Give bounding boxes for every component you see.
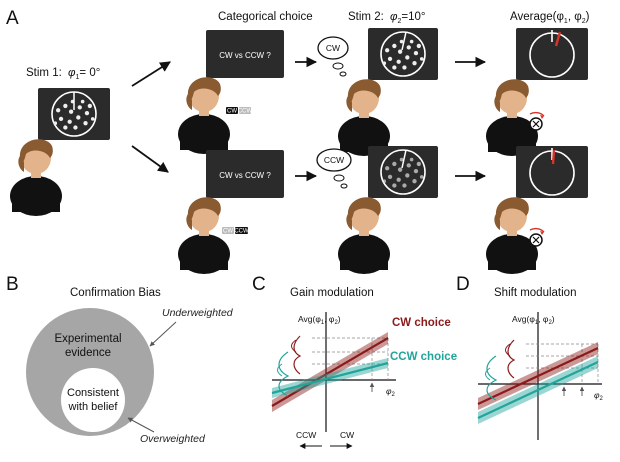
- choice-screen-bottom-monitor-icon: CW vs CCW ?: [206, 150, 284, 198]
- choice-screen-top-monitor-icon: CW vs CCW ?: [206, 30, 284, 78]
- inner-label-1: Consistent: [67, 387, 119, 399]
- person-icon: [10, 139, 62, 216]
- svg-text:CW vs CCW ?: CW vs CCW ?: [219, 171, 271, 180]
- confirmation-bias-title: Confirmation Bias: [70, 287, 161, 299]
- c-cw-label: CW: [340, 430, 354, 440]
- dial-icon: [529, 227, 545, 247]
- confirmation-bias-diagram: Experimental evidence Consistent with be…: [26, 308, 154, 436]
- average-top-monitor-icon: [516, 28, 588, 80]
- svg-text:CW vs CCW ?: CW vs CCW ?: [219, 51, 271, 60]
- average-bottom-monitor-icon: [516, 146, 588, 198]
- c-xlabel: φ2: [386, 386, 396, 398]
- arrow-icon: [127, 417, 155, 433]
- shift-modulation-plot: Avg(φ1, φ2) φ2: [477, 312, 604, 440]
- legend-cw-choice: CW choice: [392, 317, 451, 329]
- outer-label-2: evidence: [65, 347, 111, 359]
- inner-label-2: with belief: [68, 401, 119, 413]
- shift-modulation-title: Shift modulation: [494, 287, 576, 299]
- person-icon: [486, 79, 538, 156]
- average-title: Average(φ1, φ2): [510, 11, 590, 25]
- underweighted-label: Underweighted: [162, 307, 234, 319]
- arrow-icon: [131, 145, 169, 173]
- d-xlabel: φ2: [594, 390, 604, 402]
- stim1-label: Stim 1: φ1= 0°: [26, 67, 100, 81]
- d-ylabel: Avg(φ1, φ2): [512, 314, 555, 326]
- stim1-monitor-icon: [38, 88, 110, 140]
- gain-modulation-plot: Avg(φ1, φ2) φ2 CCW CW: [271, 312, 396, 449]
- stim2-top-monitor-icon: [368, 28, 438, 80]
- gain-modulation-title: Gain modulation: [290, 287, 374, 299]
- thought-bubble-icon: CW: [317, 36, 349, 77]
- dial-icon: [529, 111, 545, 131]
- person-icon: [486, 197, 538, 274]
- person-icon: [338, 197, 390, 274]
- c-ylabel: Avg(φ1, φ2): [298, 314, 341, 326]
- arrow-icon: [131, 61, 171, 87]
- keyboard-keys-top: CW CCW: [226, 107, 252, 115]
- svg-text:CCW: CCW: [324, 155, 344, 165]
- svg-text:CW: CW: [223, 229, 233, 235]
- panel-c-letter: C: [252, 274, 266, 295]
- stim2-bottom-monitor-icon: [368, 146, 438, 198]
- svg-text:CCW: CCW: [238, 109, 253, 115]
- outer-label-1: Experimental: [54, 333, 121, 345]
- arrow-icon: [149, 321, 177, 347]
- thought-bubble-icon: CCW: [316, 148, 352, 189]
- panel-d-letter: D: [456, 274, 470, 295]
- svg-text:CW: CW: [326, 43, 340, 53]
- keyboard-keys-bottom: CW CCW: [222, 227, 249, 235]
- panel-a-letter: A: [6, 8, 19, 29]
- c-ccw-label: CCW: [296, 430, 316, 440]
- person-icon: [178, 77, 230, 154]
- stim2-label: Stim 2: φ2=10°: [348, 11, 426, 25]
- panel-b-letter: B: [6, 274, 19, 295]
- person-icon: [178, 197, 230, 274]
- svg-text:CW: CW: [227, 109, 237, 115]
- svg-text:CCW: CCW: [234, 229, 249, 235]
- overweighted-label: Overweighted: [140, 433, 206, 445]
- legend-ccw-choice: CCW choice: [390, 351, 457, 363]
- categorical-choice-title: Categorical choice: [218, 11, 313, 23]
- person-icon: [338, 79, 390, 156]
